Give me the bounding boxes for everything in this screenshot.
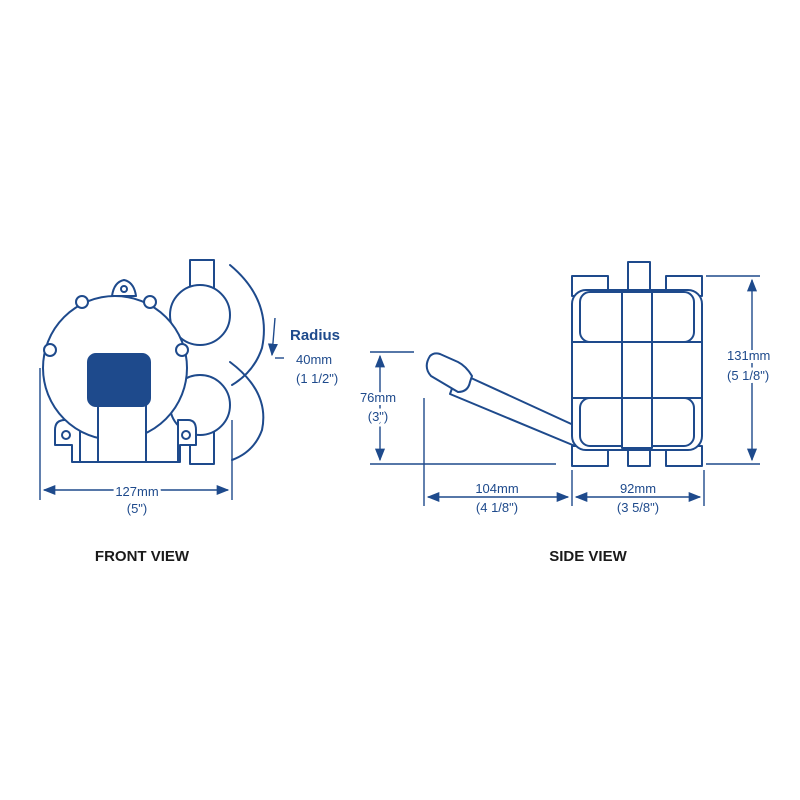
overall-height-dimension <box>706 275 760 465</box>
radius-label: Radius <box>290 327 340 344</box>
height-mm-label: 131mm <box>727 348 770 363</box>
side-view-title: SIDE VIEW <box>549 548 627 565</box>
front-view-title: FRONT VIEW <box>95 548 190 565</box>
side-pump-body <box>571 289 703 451</box>
front-handle-socket <box>87 353 151 407</box>
side-handle <box>425 352 581 447</box>
width-mm-label: 127mm <box>115 484 158 499</box>
handle-len-mm-label: 104mm <box>475 481 518 496</box>
front-width-dimension <box>39 368 233 500</box>
depth-in-label: (3 5/8") <box>617 500 659 515</box>
front-view: Radius 40mm (1 1/2") 127mm (5") FRONT VI… <box>39 259 340 565</box>
radius-dimension <box>267 317 284 359</box>
width-in-label: (5") <box>127 501 148 516</box>
handle-height-mm-label: 76mm <box>360 390 396 405</box>
side-bottom-dimensions <box>423 398 705 506</box>
height-in-label: (5 1/8") <box>727 368 769 383</box>
side-view: 76mm (3") 131mm (5 1/8") 104mm (4 1/8") … <box>357 261 773 565</box>
radius-mm-label: 40mm <box>296 352 332 367</box>
handle-height-in-label: (3") <box>368 409 389 424</box>
handle-len-in-label: (4 1/8") <box>476 500 518 515</box>
depth-mm-label: 92mm <box>620 481 656 496</box>
handle-height-dimension <box>370 351 556 465</box>
radius-in-label: (1 1/2") <box>296 371 338 386</box>
